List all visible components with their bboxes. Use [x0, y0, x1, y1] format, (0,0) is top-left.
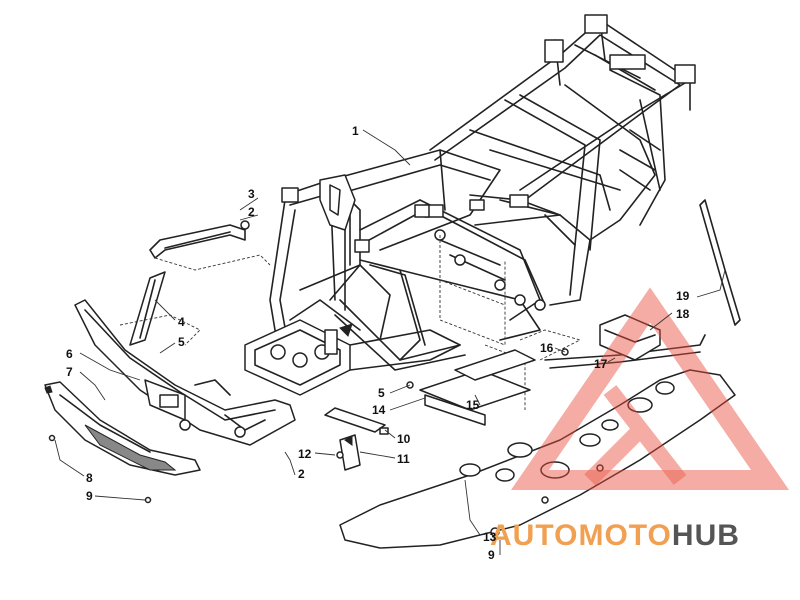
callout-6: 6 [66, 347, 73, 361]
leader-lines [54, 129, 726, 555]
part-18-rear-bracket [599, 314, 661, 361]
callout-12: 12 [298, 447, 312, 461]
watermark-logo [511, 287, 789, 490]
callout-5-left: 5 [178, 335, 185, 349]
callout-1: 1 [352, 124, 359, 138]
callout-13: 13 [483, 530, 497, 544]
callout-8: 8 [86, 471, 93, 485]
callout-14: 14 [372, 403, 386, 417]
callout-2-bottom: 2 [298, 467, 305, 481]
callout-17: 17 [594, 357, 608, 371]
callout-18: 18 [676, 307, 690, 321]
part-6-front-bumper [74, 299, 296, 446]
callout-9-left: 9 [86, 489, 93, 503]
callout-7: 7 [66, 365, 73, 379]
part-13-skid-plate [339, 369, 736, 549]
part-3-side-bracket [149, 220, 250, 259]
callout-3: 3 [248, 187, 255, 201]
callout-4: 4 [178, 315, 185, 329]
callout-19: 19 [676, 289, 690, 303]
callout-15: 15 [466, 398, 480, 412]
part-4-bracket [129, 271, 166, 346]
part-7-front-skid [44, 381, 201, 476]
callout-10: 10 [397, 432, 411, 446]
watermark-text: AUTOMOTOHUB [490, 519, 740, 552]
part-11-bracket [324, 407, 389, 471]
callout-2-top: 2 [248, 205, 255, 219]
main-frame [244, 14, 696, 396]
part-17-rail [544, 334, 706, 369]
callout-16: 16 [540, 341, 554, 355]
callout-5-middle: 5 [378, 386, 385, 400]
callout-9-bottom: 9 [488, 548, 495, 562]
part-19-rod [699, 199, 741, 326]
callout-11: 11 [397, 452, 410, 466]
